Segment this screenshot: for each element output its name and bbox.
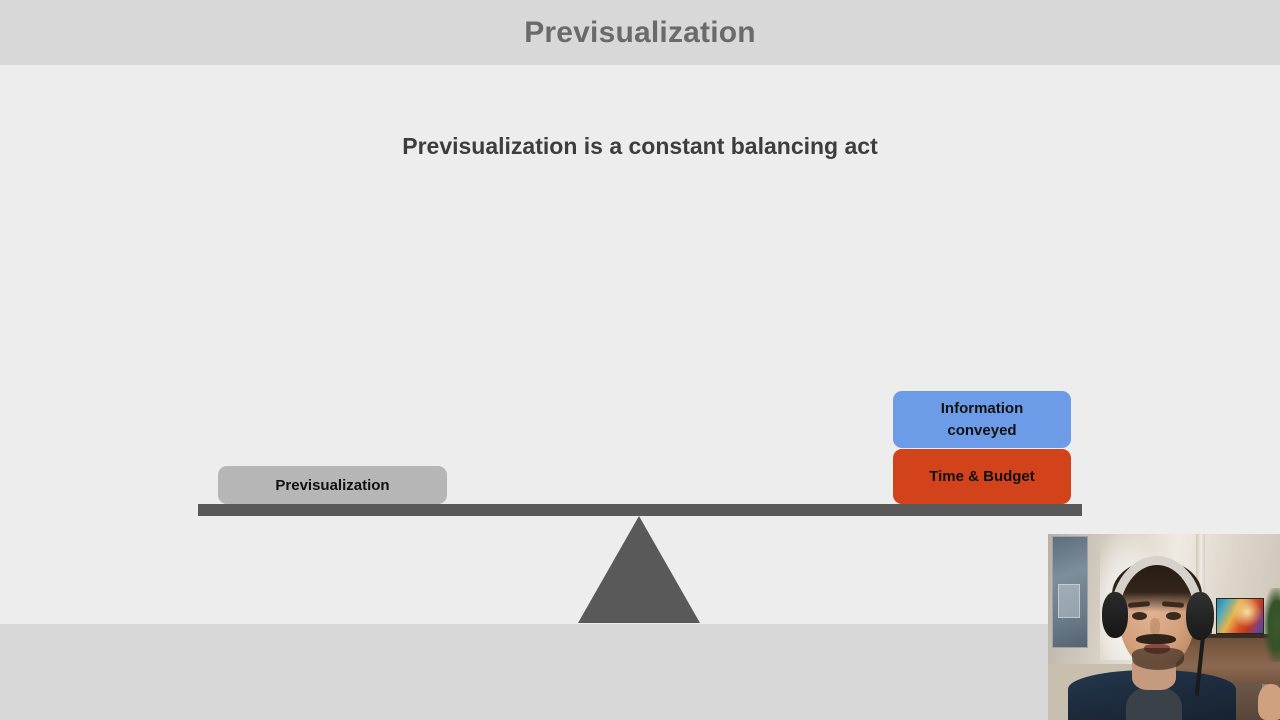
webcam-person-nose xyxy=(1150,618,1160,636)
weight-info-line-2: conveyed xyxy=(947,421,1017,439)
webcam-plant-right xyxy=(1264,588,1280,662)
webcam-wall-poster xyxy=(1052,536,1088,648)
slide-heading: Previsualization is a constant balancing… xyxy=(402,133,878,159)
page-title: Previsualization xyxy=(524,16,756,49)
webcam-desk-painting xyxy=(1216,598,1264,634)
webcam-person-hand xyxy=(1258,684,1280,720)
scale-weight-time-and-budget-label: Time & Budget xyxy=(929,468,1035,485)
scale-beam xyxy=(198,504,1082,516)
scale-weight-previsualization: Previsualization xyxy=(218,466,447,504)
slide-header-bar: Previsualization xyxy=(0,0,1280,65)
weight-info-line-1: Information xyxy=(940,399,1024,417)
webcam-headphone-earcup-left xyxy=(1102,592,1128,638)
scale-fulcrum-triangle-icon xyxy=(578,516,700,623)
webcam-overlay[interactable] xyxy=(1048,534,1280,720)
webcam-person-beard xyxy=(1132,648,1184,670)
webcam-headphone-earcup-right xyxy=(1186,592,1214,640)
webcam-person-shirt xyxy=(1126,686,1182,720)
scale-weight-previsualization-label: Previsualization xyxy=(275,476,390,494)
scale-weight-information-conveyed-label: Information conveyed xyxy=(941,398,1024,442)
scale-weight-information-conveyed: Information conveyed xyxy=(893,391,1071,448)
webcam-desk-edge xyxy=(1152,634,1280,640)
scale-weight-time-and-budget: Time & Budget xyxy=(893,449,1071,504)
webcam-person-moustache xyxy=(1136,634,1176,644)
webcam-wall-poster-detail xyxy=(1058,584,1080,618)
